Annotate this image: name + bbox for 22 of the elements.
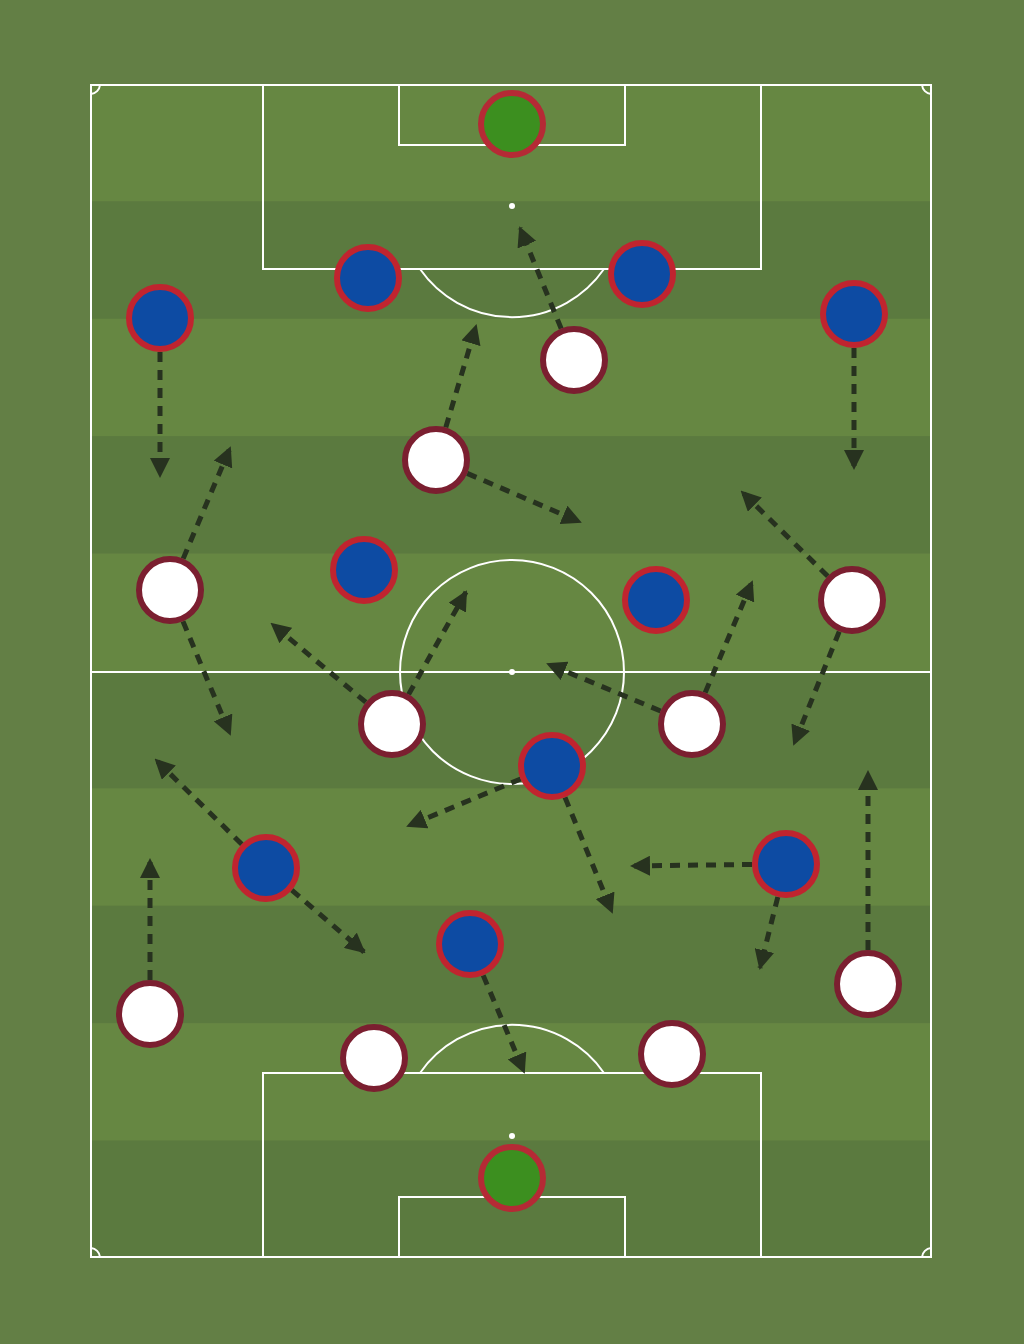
run-arrow	[150, 352, 170, 478]
run-arrow	[517, 226, 564, 330]
run-arrow	[270, 622, 368, 705]
run-arrow	[140, 858, 160, 980]
run-arrow	[740, 490, 830, 578]
run-arrow	[180, 620, 233, 736]
run-arrow	[630, 855, 753, 876]
run-arrow	[406, 590, 469, 696]
run-arrow	[754, 896, 781, 970]
run-arrow	[844, 348, 864, 470]
run-arrow	[154, 758, 244, 846]
run-arrow	[791, 630, 842, 746]
run-arrow	[290, 888, 366, 954]
run-arrow	[180, 446, 233, 560]
run-arrow	[858, 770, 878, 950]
run-arrow	[466, 471, 582, 525]
run-arrow	[546, 661, 662, 714]
run-arrow	[443, 324, 481, 429]
run-arrow	[702, 580, 755, 694]
run-arrow	[406, 776, 522, 829]
run-arrow	[480, 974, 527, 1074]
run-arrow	[562, 796, 615, 914]
